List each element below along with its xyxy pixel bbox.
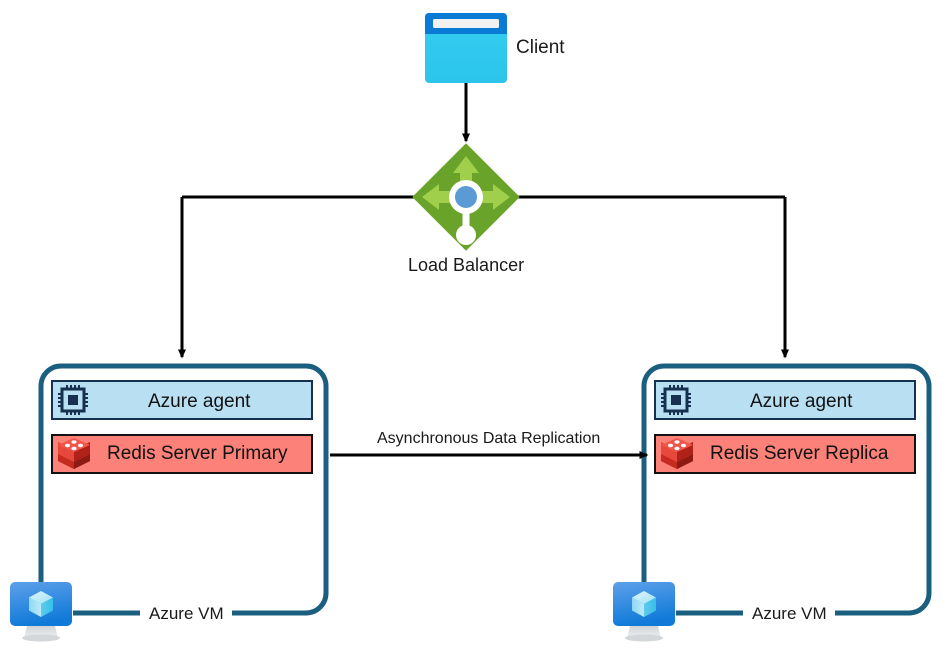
vm-right-boundary — [641, 363, 932, 616]
cpu-chip-icon — [58, 385, 88, 415]
redis-cube-icon — [58, 438, 90, 469]
vm-right-azure-agent-label: Azure agent — [750, 391, 853, 412]
vm-right-redis-label: Redis Server Replica — [710, 443, 889, 464]
azure-vm-icon — [10, 582, 72, 642]
client-icon — [425, 13, 507, 83]
load-balancer-label: Load Balancer — [408, 255, 525, 275]
vm-left-azure-agent-label: Azure agent — [148, 391, 251, 412]
vm-left-label: Azure VM — [144, 605, 229, 622]
vm-left-redis-label: Redis Server Primary — [107, 443, 288, 464]
vm-right-azure-agent-box — [654, 380, 916, 420]
vm-right-redis-box — [654, 434, 916, 474]
redis-cube-icon — [661, 438, 693, 469]
connector-load-balancer-to-vms — [178, 195, 789, 359]
load-balancer-icon — [412, 143, 520, 251]
client-label: Client — [516, 37, 565, 58]
replication-label: Asynchronous Data Replication — [377, 430, 601, 447]
azure-vm-icon — [613, 582, 675, 642]
vm-left-redis-box — [51, 434, 313, 474]
vm-right-label: Azure VM — [747, 605, 832, 622]
cpu-chip-icon — [661, 385, 691, 415]
vm-left-azure-agent-box — [51, 380, 313, 420]
vm-left-boundary — [38, 363, 329, 616]
